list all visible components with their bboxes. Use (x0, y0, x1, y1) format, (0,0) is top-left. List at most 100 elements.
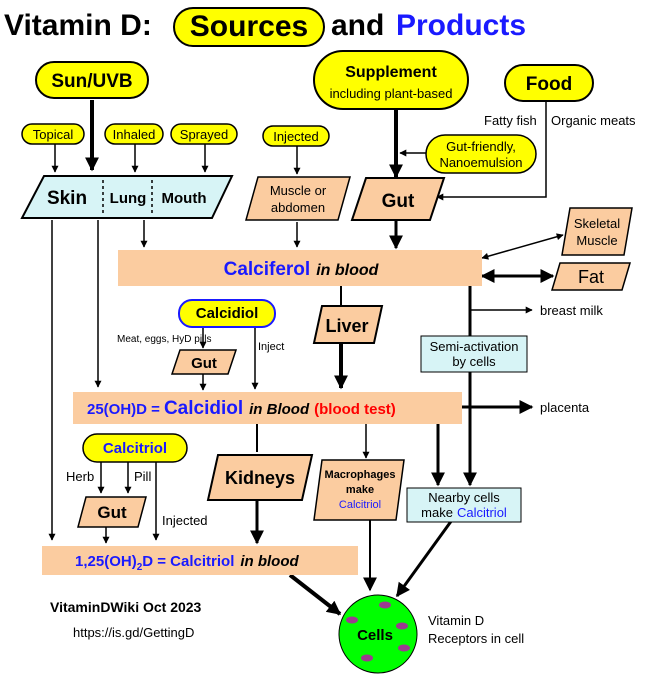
liver-label: Liver (325, 316, 368, 336)
cells-circle (338, 594, 418, 674)
receptor-dot (346, 616, 358, 624)
placenta-label: placenta (540, 400, 590, 415)
skin-lung-mouth-box (20, 175, 234, 219)
skeletal-line1: Skeletal (574, 216, 620, 231)
macro-line3: Calcitriol (339, 499, 381, 511)
skeletal-line2: Muscle (576, 233, 617, 248)
receptor-dot (396, 622, 408, 630)
url-label: https://is.gd/GettingD (73, 625, 194, 640)
skin-label: Skin (47, 188, 87, 209)
arrow-icon (288, 573, 342, 616)
muscle-line1: Muscle or (270, 183, 327, 198)
organic-meats-label: Organic meats (551, 113, 636, 128)
receptors-line2: Receptors in cell (428, 631, 524, 646)
semi-line2: by cells (452, 354, 496, 369)
lung-label: Lung (110, 190, 147, 207)
arrow-icon (481, 233, 564, 260)
sprayed-label: Sprayed (180, 127, 228, 142)
breast-milk-label: breast milk (540, 303, 603, 318)
title: Vitamin D: Sources and Products (4, 7, 526, 47)
receptor-dot (361, 654, 373, 662)
cells-label: Cells (357, 627, 393, 644)
calcitriol-band (42, 546, 358, 575)
gut-bottom-label: Gut (97, 503, 127, 522)
nearby-cells-box (406, 487, 522, 523)
liver-box (312, 305, 384, 344)
macrophages-box (313, 459, 405, 521)
calcidiol-band-suffix: in Blood (249, 401, 310, 418)
calcidiol-band-main: Calcidiol (164, 398, 243, 419)
fat-box (550, 262, 632, 291)
gut-top-label: Gut (382, 191, 415, 212)
pill-label: Pill (134, 469, 151, 484)
title-sources-oval (173, 7, 325, 47)
supplement-line1: Supplement (345, 64, 437, 81)
gut-friendly-line1: Gut-friendly, (446, 139, 516, 154)
receptors-line1: Vitamin D (428, 613, 484, 628)
semi-activation-box (420, 335, 528, 373)
supplement-oval (313, 50, 469, 110)
calcitriol-band-text: 1,25(OH)2D = Calcitriol in blood (75, 553, 300, 573)
title-and: and (331, 9, 384, 42)
sun-uvb-oval (35, 61, 149, 99)
muscle-abdomen-box (245, 176, 351, 221)
meat-eggs-label: Meat, eggs, HyD pills (117, 334, 211, 345)
herb-label: Herb (66, 469, 94, 484)
calcidiol-source-label: Calcidiol (196, 305, 259, 322)
gut-friendly-oval (425, 134, 537, 174)
calcidiol-band (73, 392, 462, 424)
topical-oval (21, 123, 85, 145)
nearby-line2-a: make (421, 505, 453, 520)
calcitriol-band-suffix: in blood (240, 553, 299, 570)
calcitriol-band-sub: 2 (137, 562, 143, 573)
macro-line1: Macrophages (325, 469, 396, 481)
skeletal-muscle-box (561, 207, 633, 256)
calciferol-band (118, 250, 482, 286)
receptor-dot (398, 644, 410, 652)
inhaled-label: Inhaled (113, 127, 156, 142)
topical-label: Topical (33, 127, 74, 142)
calcidiol-band-test: (blood test) (314, 401, 396, 418)
inject-mid-label: Inject (258, 341, 284, 353)
fatty-fish-label: Fatty fish (484, 113, 537, 128)
gut-top-box (350, 177, 446, 221)
injected-bottom-label: Injected (162, 513, 208, 528)
calcitriol-band-b: D = Calcitriol (142, 553, 234, 570)
nearby-line2: make Calcitriol (421, 505, 507, 520)
sprayed-oval (170, 123, 238, 145)
gut-mid-box (170, 349, 238, 375)
arrow-icon (436, 100, 547, 201)
gut-friendly-line2: Nanoemulsion (439, 155, 522, 170)
calcitriol-source-label: Calcitriol (103, 440, 167, 457)
title-sources: Sources (190, 10, 308, 43)
calcidiol-band-text: 25(OH)D =Calcidiol in Blood(blood test) (87, 398, 396, 419)
food-label: Food (526, 74, 572, 95)
fat-label: Fat (578, 267, 604, 287)
connectors (48, 100, 564, 616)
gut-mid-label: Gut (191, 355, 217, 372)
inhaled-oval (104, 123, 164, 145)
supplement-line2: including plant-based (330, 86, 453, 101)
injected-top-oval (262, 125, 330, 147)
injected-top-label: Injected (273, 129, 319, 144)
calcitriol-band-a: 1,25(OH) (75, 553, 137, 570)
semi-line1: Semi-activation (430, 339, 519, 354)
calcidiol-source-oval (178, 299, 276, 328)
calciferol-text: Calciferol in blood (224, 259, 380, 280)
muscle-line2: abdomen (271, 200, 325, 215)
calciferol-main: Calciferol (224, 259, 311, 280)
arrow-icon (395, 519, 454, 598)
receptor-dot (379, 601, 391, 609)
credit-label: VitaminDWiki Oct 2023 (50, 599, 202, 615)
title-products: Products (396, 9, 526, 42)
nearby-line1: Nearby cells (428, 490, 500, 505)
gut-bottom-box (77, 496, 147, 528)
kidneys-label: Kidneys (225, 468, 295, 488)
calcidiol-band-prefix: 25(OH)D = (87, 401, 160, 418)
calciferol-suffix: in blood (316, 262, 379, 279)
macro-line2: make (346, 484, 374, 496)
mouth-label: Mouth (162, 190, 207, 207)
nearby-line2-b: Calcitriol (457, 505, 507, 520)
